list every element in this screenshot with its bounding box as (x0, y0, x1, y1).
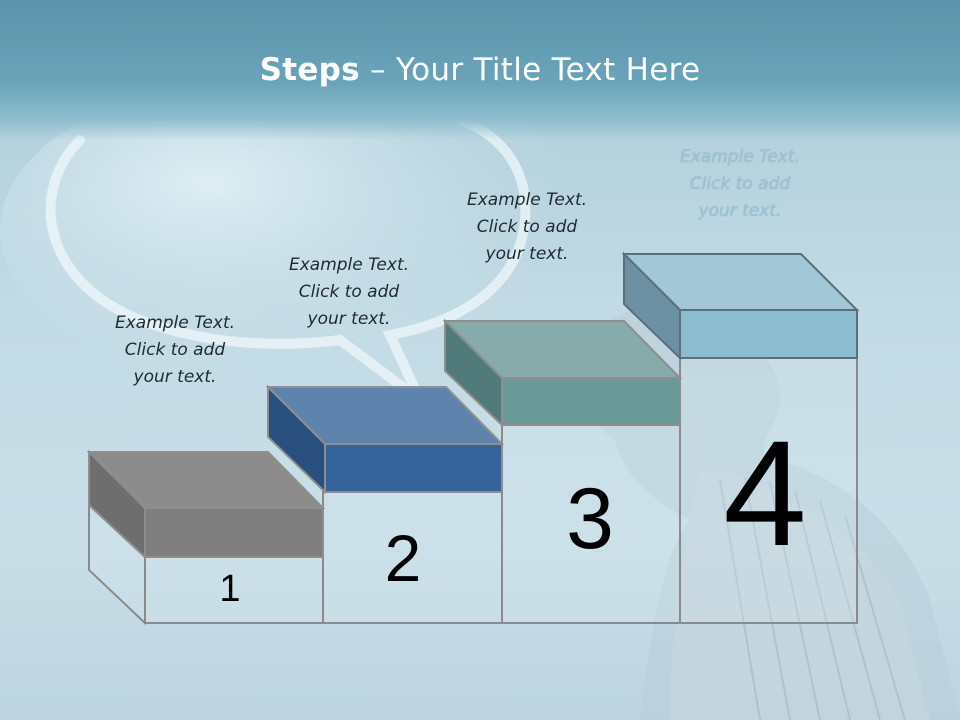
step-1-caption[interactable]: Example Text. Click to add your text. (85, 310, 265, 391)
caption-line: your text. (485, 244, 569, 264)
step-3-number: 3 (566, 471, 614, 567)
caption-line: your text. (307, 309, 391, 329)
caption-line: Example Text. (679, 147, 801, 167)
caption-line: Click to add (124, 340, 226, 360)
step-1-number: 1 (219, 568, 241, 610)
caption-line: Click to add (476, 217, 578, 237)
title-bold: Steps (259, 52, 360, 88)
step-2-number: 2 (384, 521, 422, 595)
title-banner (0, 0, 960, 140)
caption-line: Example Text. (114, 313, 236, 333)
caption-line: Click to add (689, 174, 791, 194)
title-rest: – Your Title Text Here (359, 52, 701, 88)
step-3-lid[interactable] (442, 318, 683, 428)
caption-line: Example Text. (466, 190, 588, 210)
step-2-caption[interactable]: Example Text. Click to add your text. (259, 252, 439, 333)
caption-line: your text. (133, 367, 217, 387)
caption-line: Click to add (298, 282, 400, 302)
step-4-number: 4 (723, 409, 807, 577)
step-1-lid[interactable] (86, 449, 326, 560)
step-4-caption[interactable]: Example Text. Click to add your text. (650, 144, 830, 225)
step-4-lid[interactable] (621, 251, 860, 361)
step-2-lid[interactable] (265, 384, 505, 495)
slide-title[interactable]: Steps – Your Title Text Here (0, 52, 960, 88)
caption-line: Example Text. (288, 255, 410, 275)
caption-line: your text. (698, 201, 782, 221)
step-3-caption[interactable]: Example Text. Click to add your text. (437, 187, 617, 268)
